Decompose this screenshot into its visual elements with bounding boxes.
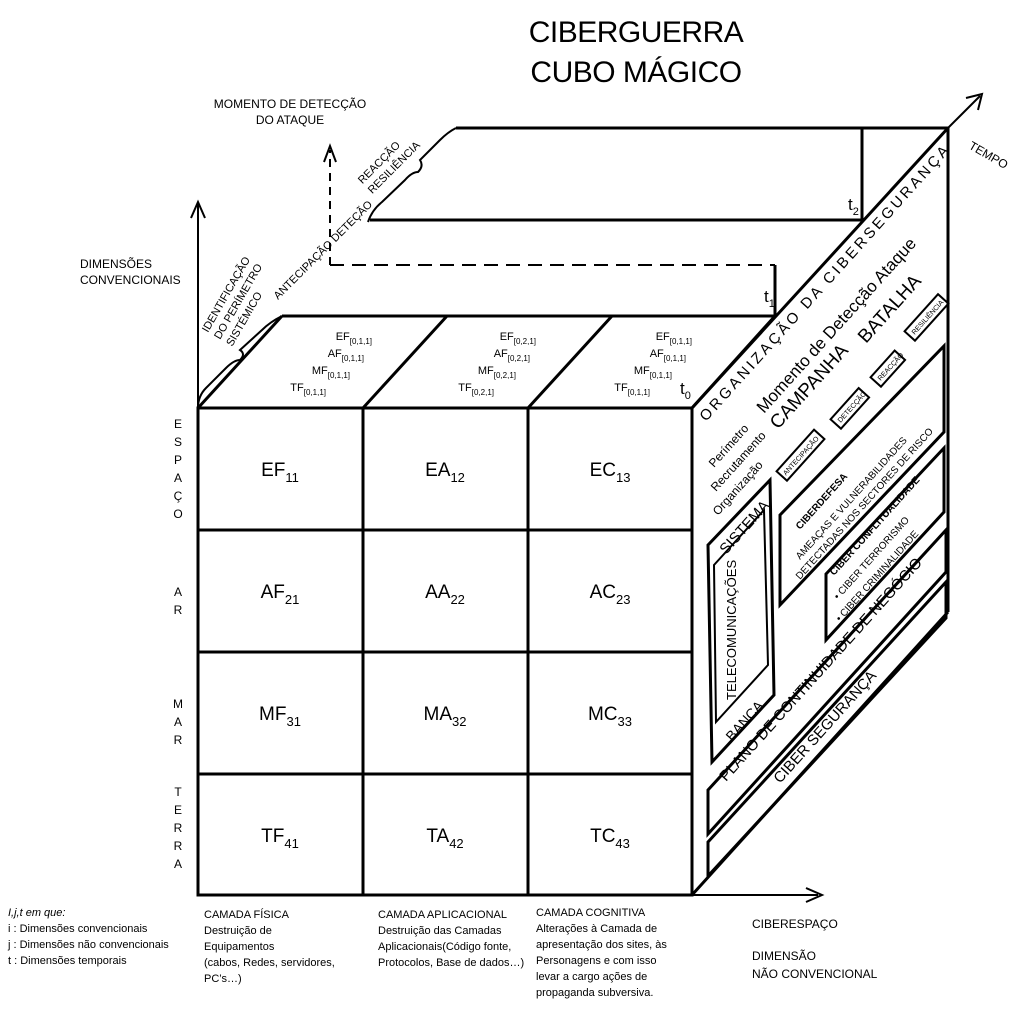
cell-3-2: MA32 [424, 704, 467, 729]
legend-line-0: I,j,t em que: [8, 907, 65, 919]
top-2-mf: MF[0,2,1] [478, 365, 516, 380]
top-3-af: AF[0,1,1] [650, 348, 686, 363]
cell-3-1: MF31 [259, 704, 301, 729]
svg-text:Aplicacionais(Código fonte,: Aplicacionais(Código fonte, [378, 941, 511, 953]
svg-text:Destruição das Camadas: Destruição das Camadas [378, 925, 502, 937]
svg-text:CAMADA COGNITIVA: CAMADA COGNITIVA [536, 907, 646, 919]
footnote-aplicacional: CAMADA APLICACIONAL Destruição das Camad… [378, 909, 524, 969]
svg-text:Equipamentos: Equipamentos [204, 941, 275, 953]
svg-text:propaganda subversiva.: propaganda subversiva. [536, 987, 653, 999]
footnote-fisica: CAMADA FÍSICA Destruição de Equipamentos… [204, 908, 335, 985]
title-line-1: CIBERGUERRA [529, 16, 744, 49]
legend-line-1: i : Dimensões convencionais [8, 923, 148, 935]
top-col-2: EF[0,2,1] AF[0,2,1] MF[0,2,1] TF[0,2,1] [458, 331, 536, 397]
legend-line-2: j : Dimensões não convencionais [7, 939, 169, 951]
grid-cells: EF11 EA12 EC13 AF21 AA22 AC23 MF31 MA32 … [259, 460, 632, 851]
axis-dimensao-line-2: NÃO CONVENCIONAL [752, 967, 878, 981]
phase-antecipacao: ANTECIPAÇÃO DETEÇÃO [271, 198, 375, 302]
phase-reaccao: REACÇÃO RESILIÊNCIA [355, 138, 423, 196]
top-1-af: AF[0,1,1] [328, 348, 364, 363]
time-t2: t2 [848, 195, 859, 218]
top-1-tf: TF[0,1,1] [290, 382, 326, 397]
svg-text:ANTECIPAÇÃO: ANTECIPAÇÃO [781, 434, 821, 477]
cell-1-2: EA12 [425, 460, 465, 485]
title-line-2: CUBO MÁGICO [530, 56, 741, 89]
cell-2-1: AF21 [261, 582, 300, 607]
top-1-ef: EF[0,1,1] [336, 331, 372, 346]
rf-ciberdefesa-frame [778, 342, 946, 609]
cell-4-3: TC43 [590, 826, 630, 851]
rf-plano-frame [706, 526, 948, 838]
top-2-ef: EF[0,2,1] [500, 331, 536, 346]
cell-2-2: AA22 [425, 582, 465, 607]
right-face: ORGANIZAÇÃO DA CIBERSEGURANÇA Momento de… [696, 141, 955, 880]
svg-text:apresentação dos sites, às: apresentação dos sites, às [536, 939, 667, 951]
top-3-ef: EF[0,1,1] [656, 331, 692, 346]
cell-4-2: TA42 [426, 826, 463, 851]
time-t0: t0 [680, 379, 691, 402]
footnote-cognitiva: CAMADA COGNITIVA Alterações à Camada de … [536, 907, 667, 999]
top-2-tf: TF[0,2,1] [458, 382, 494, 397]
svg-text:PC’s…): PC’s…) [204, 973, 242, 985]
axis-dimensoes-line-1: DIMENSÕES [80, 256, 152, 271]
axis-momento-line-2: DO ATAQUE [256, 113, 324, 127]
legend-line-3: t : Dimensões temporais [8, 955, 127, 967]
rf-seguranca-frame [706, 578, 948, 880]
svg-text:Alterações à Camada de: Alterações à Camada de [536, 923, 657, 935]
top-2-af: AF[0,2,1] [494, 348, 530, 363]
svg-text:Personagens e com isso: Personagens e com isso [536, 955, 656, 967]
rf-deteccao-box: DETECÇÃO [829, 386, 871, 431]
top-1-mf: MF[0,1,1] [312, 365, 350, 380]
svg-text:levar a cargo ações de: levar a cargo ações de [536, 971, 647, 983]
axis-ciberespaco: CIBERESPAÇO [752, 917, 838, 931]
rf-reaccao-box: REACÇÃO [869, 349, 907, 389]
axis-dimensao-line-1: DIMENSÃO [752, 949, 816, 963]
top-3-tf: TF[0,1,1] [614, 382, 650, 397]
svg-text:(cabos, Redes, servidores,: (cabos, Redes, servidores, [204, 957, 335, 969]
axis-momento-line-1: MOMENTO DE DETECÇÃO [214, 97, 366, 111]
top-col-3: EF[0,1,1] AF[0,1,1] MF[0,1,1] TF[0,1,1] [614, 331, 692, 397]
cell-4-1: TF41 [261, 826, 299, 851]
top-col-1: EF[0,1,1] AF[0,1,1] MF[0,1,1] TF[0,1,1] [290, 331, 372, 397]
cell-1-3: EC13 [590, 460, 631, 485]
top-3-mf: MF[0,1,1] [634, 365, 672, 380]
cell-2-3: AC23 [590, 582, 631, 607]
legend: I,j,t em que: i : Dimensões convencionai… [7, 907, 169, 967]
svg-text:Protocolos, Base de dados…): Protocolos, Base de dados…) [378, 957, 524, 969]
axis-dimensoes-line-2: CONVENCIONAIS [80, 273, 181, 287]
cell-3-3: MC33 [588, 704, 632, 729]
rf-sistema-frame [706, 476, 776, 766]
svg-text:Destruição de: Destruição de [204, 925, 272, 937]
axis-tempo: TEMPO [967, 138, 1011, 171]
svg-text:CAMADA FÍSICA: CAMADA FÍSICA [204, 908, 290, 921]
rf-seguranca: CIBER SEGURANÇA [770, 668, 880, 787]
top-face-labels: EF[0,1,1] AF[0,1,1] MF[0,1,1] TF[0,1,1] … [290, 331, 692, 397]
cell-1-1: EF11 [261, 460, 299, 485]
rf-conflitualidade-frame [824, 444, 946, 644]
rf-antecipacao-box: ANTECIPAÇÃO [775, 428, 826, 483]
time-t1: t1 [764, 287, 775, 310]
rf-telecom: TELECOMUNICAÇÕES [724, 560, 739, 700]
rf-telecom-frame [712, 507, 770, 725]
svg-text:RESILIÊNCIA: RESILIÊNCIA [909, 298, 945, 337]
svg-text:CAMADA APLICACIONAL: CAMADA APLICACIONAL [378, 909, 507, 921]
